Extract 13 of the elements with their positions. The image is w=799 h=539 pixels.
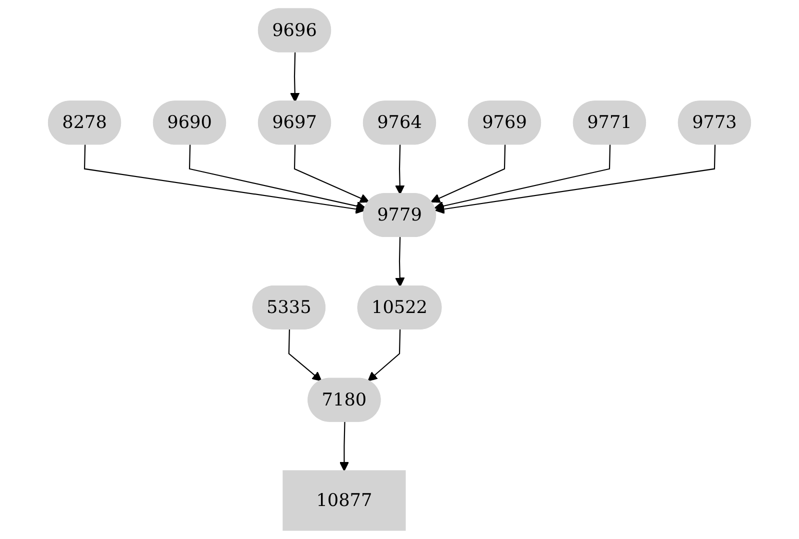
arrow (84, 144, 366, 214)
arrow (395, 144, 405, 195)
arrow (368, 329, 401, 382)
arrow (434, 144, 716, 214)
arrow (395, 237, 405, 287)
arrow (434, 144, 611, 211)
arrow (294, 144, 370, 203)
arrow (188, 144, 366, 211)
arrow (288, 329, 322, 382)
arrow (430, 144, 506, 203)
node-box: 10877 (282, 470, 406, 531)
arrow (290, 52, 300, 102)
arrow (339, 422, 350, 472)
